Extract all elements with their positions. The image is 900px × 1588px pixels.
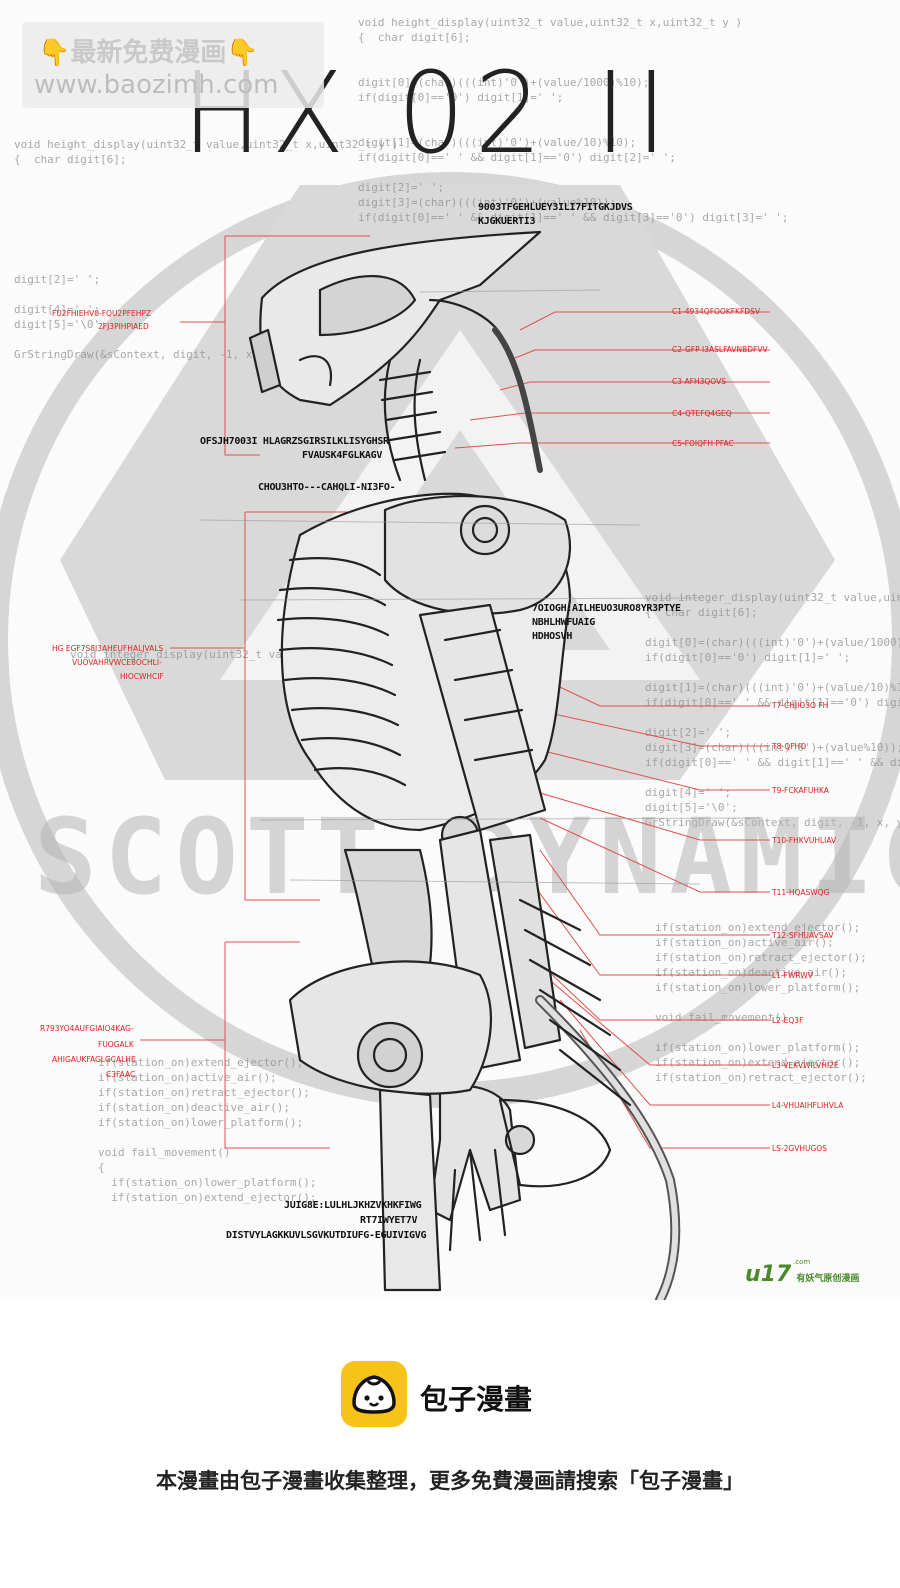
annotation-label: FUOGALK: [98, 1040, 134, 1049]
annotation-label: T10-FHKVUHLIAV: [772, 836, 837, 845]
annotation-label: 2FJ3PIHPIAED: [98, 322, 149, 331]
annotation-label: L4-VHUAIHFLIHVLA: [772, 1101, 844, 1110]
annotation-label: HIOCWHCIF: [120, 672, 164, 681]
annotation-label: T11-HQASWQG: [772, 888, 830, 897]
spec-label: CHOU3HTO---CAHQLI-NI3FO-: [258, 482, 396, 493]
publisher-mark: .com u17 有妖气原创漫画: [745, 1258, 860, 1287]
watermark-headline: 👇最新免费漫画👇: [38, 38, 259, 68]
publisher-logo: u17: [745, 1262, 792, 1287]
spec-label: 9003TFGEHLUEY3ILI7FITGKJDVS: [478, 202, 633, 213]
watermark-url: www.baozimh.com: [34, 70, 279, 100]
annotation-label: C3-AFH3QOVS: [672, 377, 726, 386]
spec-label: NBHLHWFUAIG: [532, 617, 595, 628]
annotation-label: C1-4934QFOOKFKFDSV: [672, 307, 760, 316]
annotation-label: C5-FOIQFH PFAC: [672, 439, 734, 448]
spec-label: RT7IWYET7V: [360, 1215, 418, 1226]
footer-notice: 本漫畫由包子漫畫收集整理，更多免費漫画請搜索「包子漫畫」: [156, 1469, 744, 1493]
spec-label: HDHOSVH: [532, 631, 573, 642]
annotation-label: L3-VEKVWILVHI2E: [772, 1061, 839, 1070]
spec-label: 7OIOGH:AILHEUO3URO8YR3PTYE: [532, 603, 681, 614]
spec-label: OFSJH7003I HLAGRZSGIRSILKLISYGHSR: [200, 436, 389, 447]
annotation-label: FU2FHIEHV0-FQU2PFEHPZ: [52, 309, 152, 318]
site-watermark: 👇最新免费漫画👇 www.baozimh.com: [22, 22, 324, 108]
code-block-right: void integer_display(uint32_t value,uint…: [645, 591, 900, 829]
baozi-logo-icon: [341, 1361, 407, 1427]
code-block-top: void height_display(uint32_t value,uint3…: [358, 16, 789, 224]
spec-label: DISTVYLAGKKUVLSGVKUTDIUFG-EGUIVIGVG: [226, 1230, 427, 1241]
annotation-label: C4-QTEFQ4GEQ: [672, 409, 732, 418]
annotation-label: C3FAAC: [106, 1070, 136, 1079]
publisher-domain: .com: [793, 1258, 811, 1266]
annotation-label: T8-QFHO: [772, 742, 807, 751]
spec-label: KJGKUERTI3: [478, 216, 536, 227]
annotation-label: L1-FWRWV: [772, 971, 813, 980]
bun-icon: [352, 1375, 396, 1414]
spec-label: JUIG8E:LULHLJKHZVKHKFIWG: [284, 1200, 422, 1211]
annotation-label: LS-2GVHUGOS: [772, 1144, 827, 1153]
publisher-tagline: 有妖气原创漫画: [796, 1274, 860, 1284]
robot-skeleton-sketch: [199, 230, 761, 1300]
spec-label: FVAUSK4FGLKAGV: [302, 450, 383, 461]
code-block-left: void height_display(uint32_t value,uint3…: [14, 138, 399, 361]
annotation-label: L2-EQ3F: [772, 1016, 804, 1025]
annotation-label: C2-GFP I3ASLFAVNBDFVV: [672, 345, 768, 354]
comic-page-art: void height_display(uint32_t value,uint3…: [0, 16, 900, 1300]
code-block-bottom-left: if(station_on)extend_ejector(); if(stati…: [98, 1056, 317, 1204]
annotation-label: HG EGF7S8I3AHEUFHALJVALS: [52, 644, 164, 653]
footer-brand-name: 包子漫畫: [420, 1383, 533, 1416]
annotation-lines: [140, 235, 770, 1149]
annotation-label: T9-FCKAFUHKA: [772, 786, 829, 795]
annotation-label: T7-CHJIO3O FH: [772, 701, 829, 710]
annotation-label: AHIGAUKFAGLGCALHE: [52, 1055, 136, 1064]
annotation-label: T12-SFHUAVSAV: [772, 931, 834, 940]
annotation-label: VUOVAHRVWCE8OCHLI-: [72, 658, 162, 667]
annotation-label: R793YO4AUFGIAIO4KAG-: [40, 1024, 134, 1033]
code-block-bottom-right: if(station_on)extend_ejector(); if(stati…: [655, 921, 867, 1084]
